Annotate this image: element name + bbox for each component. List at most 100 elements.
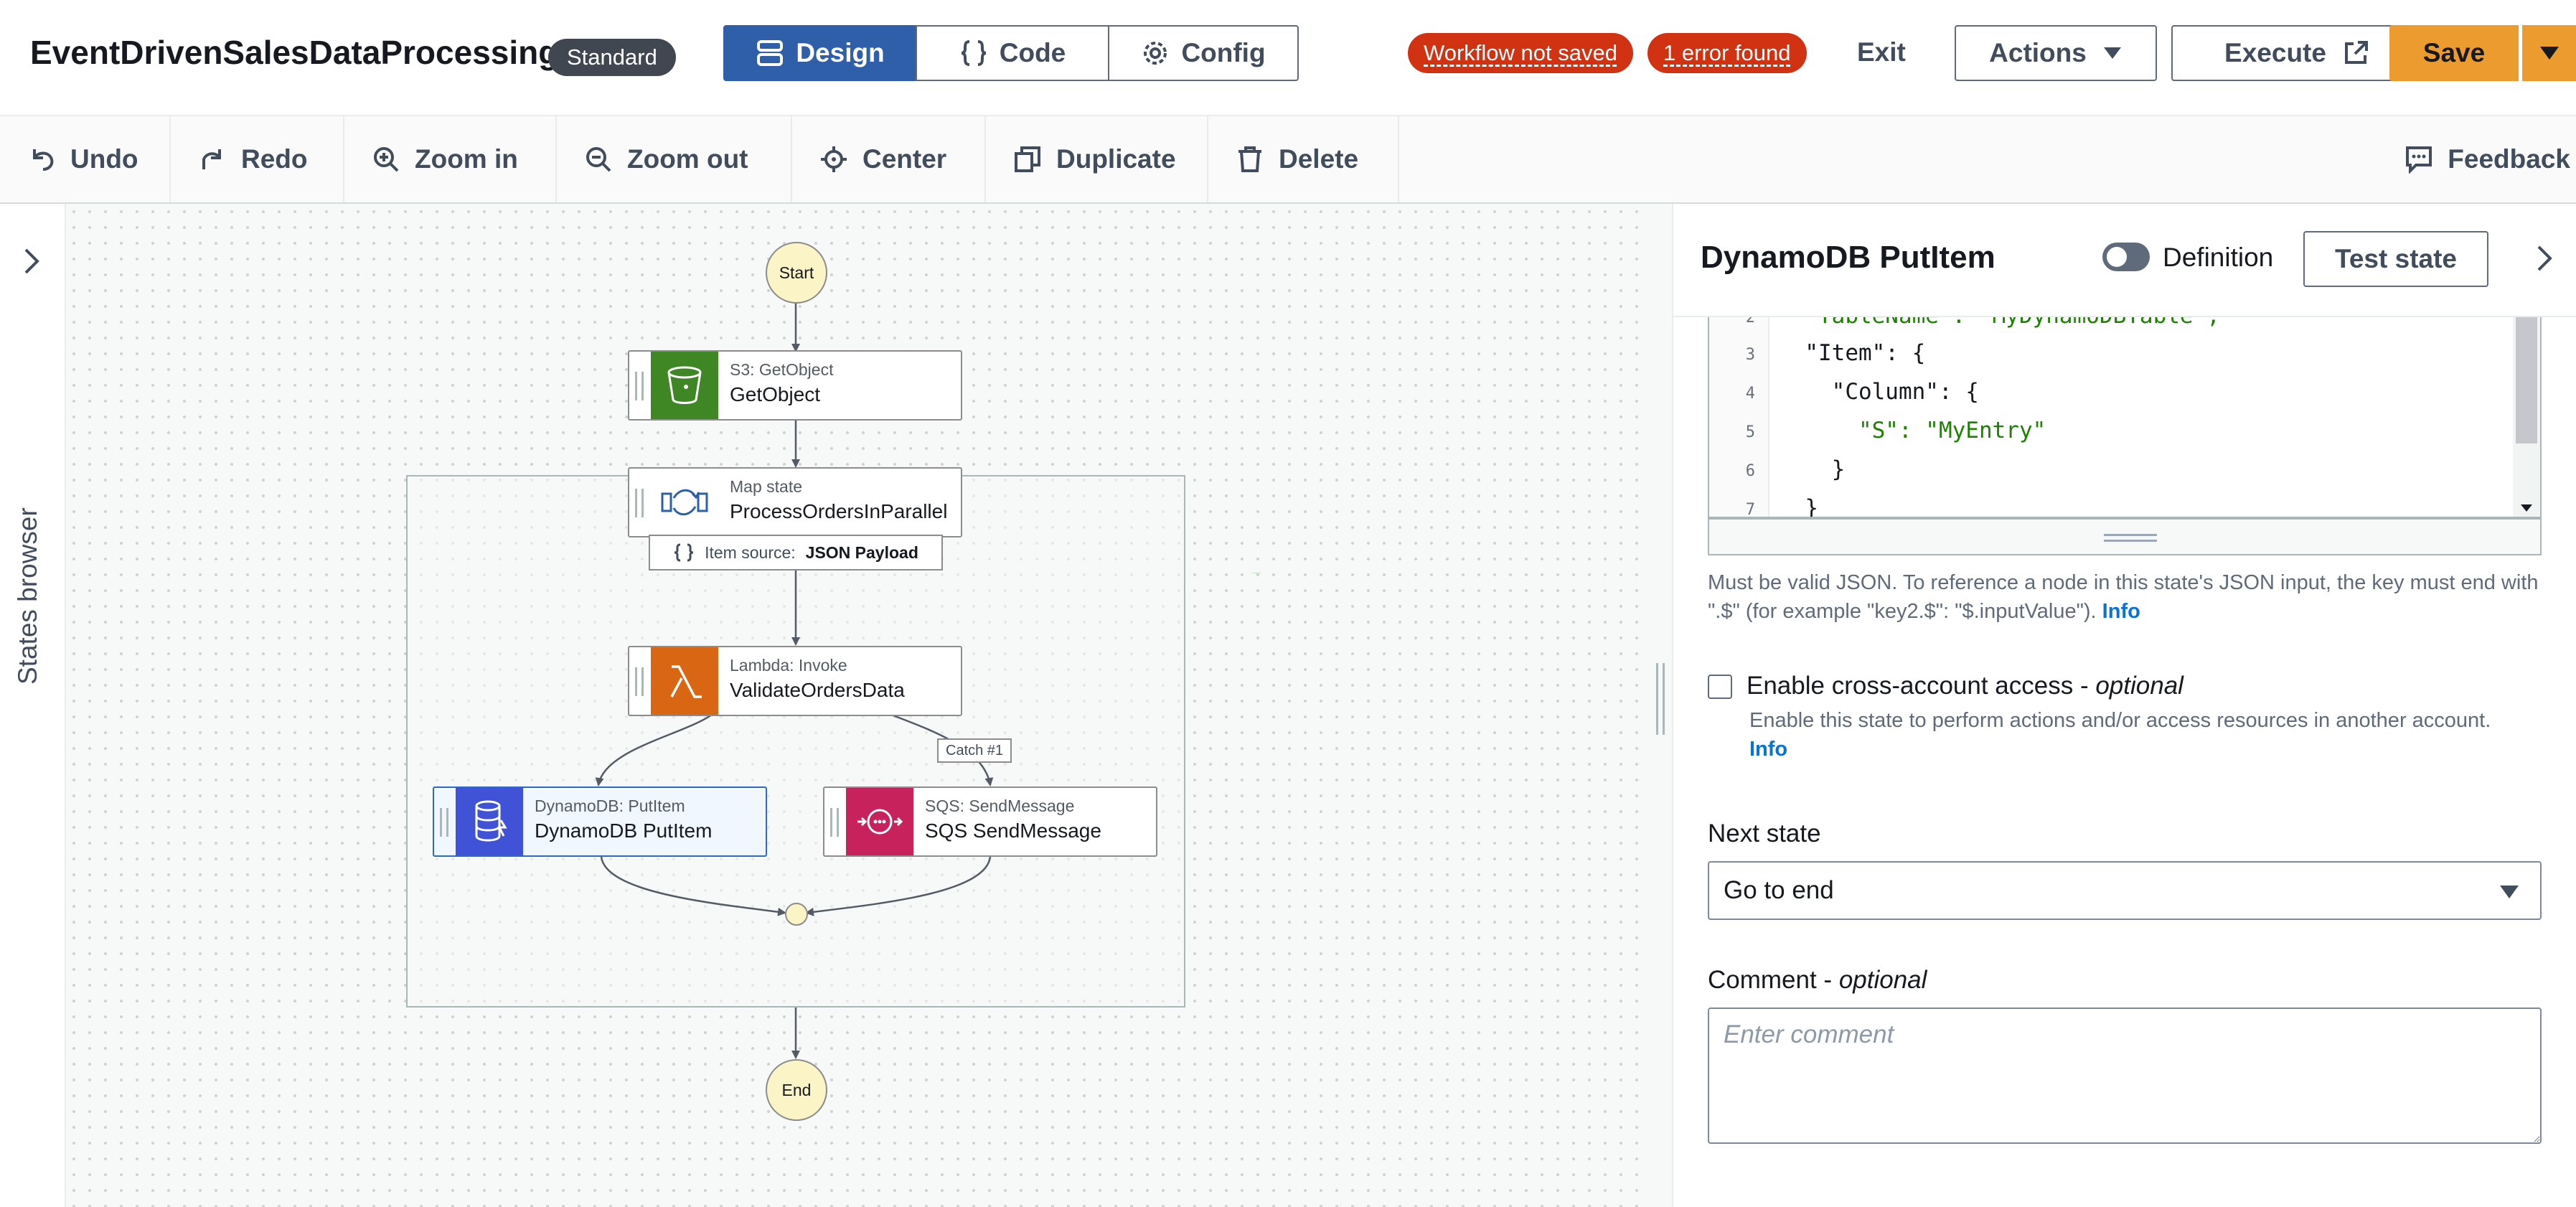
drag-handle[interactable]: [830, 808, 839, 837]
state-map[interactable]: Map state ProcessOrdersInParallel: [628, 467, 962, 537]
map-icon: [651, 469, 718, 536]
braces-icon: [674, 543, 694, 562]
state-type-label: Map state: [730, 477, 802, 496]
edge-dynamodb-join: [600, 856, 786, 916]
line-number: 2: [1745, 316, 1755, 327]
duplicate-button[interactable]: Duplicate: [986, 116, 1208, 202]
state-name-label: GetObject: [730, 383, 821, 405]
code-line: }: [1778, 456, 1846, 482]
zoom-in-label: Zoom in: [415, 144, 518, 174]
editor-scrollbar-thumb[interactable]: [2516, 316, 2537, 443]
workflow-canvas[interactable]: Start S3: GetObject GetObject Map state …: [66, 204, 1647, 1207]
feedback-button[interactable]: Feedback: [2405, 116, 2570, 202]
optional-tag: optional: [1838, 966, 1927, 994]
state-dynamodb-putitem[interactable]: DynamoDB: PutItem DynamoDB PutItem: [433, 786, 767, 857]
line-number: 6: [1745, 462, 1755, 480]
item-source-prefix: Item source:: [705, 543, 796, 562]
state-getobject[interactable]: S3: GetObject GetObject: [628, 350, 962, 421]
redo-button[interactable]: Redo: [171, 116, 344, 202]
end-node[interactable]: End: [766, 1059, 827, 1121]
code-line: "Column": {: [1778, 379, 1979, 405]
map-item-source[interactable]: Item source: JSON Payload: [649, 535, 943, 570]
cross-account-checkbox[interactable]: [1708, 675, 1732, 699]
undo-button[interactable]: Undo: [0, 116, 171, 202]
execute-button-label: Execute: [2224, 38, 2326, 67]
code-line: }: [1778, 495, 1818, 518]
state-type-label: Lambda: Invoke: [730, 656, 847, 675]
center-button[interactable]: Center: [792, 116, 986, 202]
drag-handle[interactable]: [635, 372, 644, 400]
join-node: [785, 903, 808, 926]
chevron-right-icon[interactable]: [2532, 244, 2557, 273]
line-number: 7: [1745, 501, 1755, 518]
states-browser-label[interactable]: States browser: [13, 507, 42, 685]
tab-design[interactable]: Design: [723, 25, 917, 81]
cross-account-info-link[interactable]: Info: [1749, 738, 1788, 761]
state-lambda[interactable]: Lambda: Invoke ValidateOrdersData: [628, 646, 962, 716]
tab-config[interactable]: Config: [1108, 25, 1299, 81]
cross-account-label-text: Enable cross-account access -: [1747, 672, 2096, 700]
panel-splitter[interactable]: [1647, 204, 1673, 1207]
dynamodb-icon: [456, 788, 523, 855]
line-number: 3: [1745, 346, 1755, 364]
next-state-select[interactable]: Go to end: [1708, 861, 2542, 920]
arguments-json-editor[interactable]: 2 3 4 5 6 7 "TableName": "MyDynamoDBTabl…: [1708, 316, 2542, 518]
editor-resize-handle[interactable]: [1708, 518, 2542, 555]
editor-scrollbar[interactable]: [2513, 316, 2540, 517]
drag-handle[interactable]: [440, 808, 448, 837]
state-type-label: SQS: SendMessage: [925, 797, 1075, 815]
comment-label-text: Comment -: [1708, 966, 1839, 994]
lambda-icon: [651, 647, 718, 715]
save-button[interactable]: Save: [2389, 25, 2519, 81]
scroll-down-icon[interactable]: [2520, 504, 2533, 512]
workflow-not-saved-badge[interactable]: Workflow not saved: [1408, 33, 1633, 73]
definition-toggle[interactable]: [2102, 243, 2150, 271]
code-line: "TableName": "MyDynamoDBTable",: [1778, 316, 2220, 329]
execute-button[interactable]: Execute: [2171, 25, 2422, 81]
actions-button[interactable]: Actions: [1955, 25, 2157, 81]
gear-icon: [1144, 42, 1167, 65]
cross-account-description: Enable this state to perform actions and…: [1749, 706, 2524, 764]
start-node[interactable]: Start: [766, 242, 827, 304]
tab-code[interactable]: Code: [916, 25, 1109, 81]
state-sqs-sendmessage[interactable]: SQS: SendMessage SQS SendMessage: [823, 786, 1157, 857]
chevron-right-icon[interactable]: [17, 247, 46, 276]
zoom-in-button[interactable]: Zoom in: [344, 116, 557, 202]
save-dropdown-button[interactable]: [2520, 25, 2576, 81]
errors-found-badge[interactable]: 1 error found: [1647, 33, 1807, 73]
code-line: "Item": {: [1778, 340, 1926, 366]
trash-icon: [1238, 146, 1261, 172]
workflow-title: EventDrivenSalesDataProcessing: [30, 34, 559, 71]
drag-handle[interactable]: [635, 489, 644, 517]
center-label: Center: [862, 144, 947, 174]
test-state-button[interactable]: Test state: [2303, 231, 2488, 287]
states-browser-rail: States browser: [0, 204, 66, 1207]
external-link-icon: [2344, 41, 2368, 64]
drag-handle[interactable]: [635, 667, 644, 696]
line-number: 5: [1745, 423, 1755, 441]
app-header: EventDrivenSalesDataProcessing Standard …: [0, 0, 2576, 115]
feedback-label: Feedback: [2448, 144, 2570, 174]
optional-tag: optional: [2095, 672, 2184, 700]
canvas-toolbar: Undo Redo Zoom in Zoom out Center Duplic…: [0, 115, 2576, 204]
zoom-in-icon: [374, 147, 399, 172]
redo-label: Redo: [241, 144, 308, 174]
comment-input[interactable]: [1708, 1008, 2542, 1144]
item-source-value: JSON Payload: [805, 543, 918, 562]
caret-down-icon: [2500, 886, 2519, 898]
zoom-out-button[interactable]: Zoom out: [557, 116, 792, 202]
canvas-marker: ·····: [1251, 570, 1261, 576]
json-help-text: Must be valid JSON. To reference a node …: [1708, 568, 2542, 626]
catch-label[interactable]: Catch #1: [937, 738, 1012, 763]
sqs-icon: [846, 788, 913, 855]
exit-button[interactable]: Exit: [1857, 37, 1906, 67]
caret-down-icon: [2539, 47, 2559, 60]
json-info-link[interactable]: Info: [2102, 600, 2140, 623]
delete-button[interactable]: Delete: [1208, 116, 1399, 202]
layout-icon: [757, 40, 784, 66]
comment-label: Comment - optional: [1708, 966, 1927, 995]
splitter-handle[interactable]: [1656, 663, 1665, 735]
inspector-header: DynamoDB PutItem Definition Test state: [1673, 204, 2576, 317]
next-state-value: Go to end: [1724, 876, 1834, 904]
delete-label: Delete: [1279, 144, 1359, 174]
